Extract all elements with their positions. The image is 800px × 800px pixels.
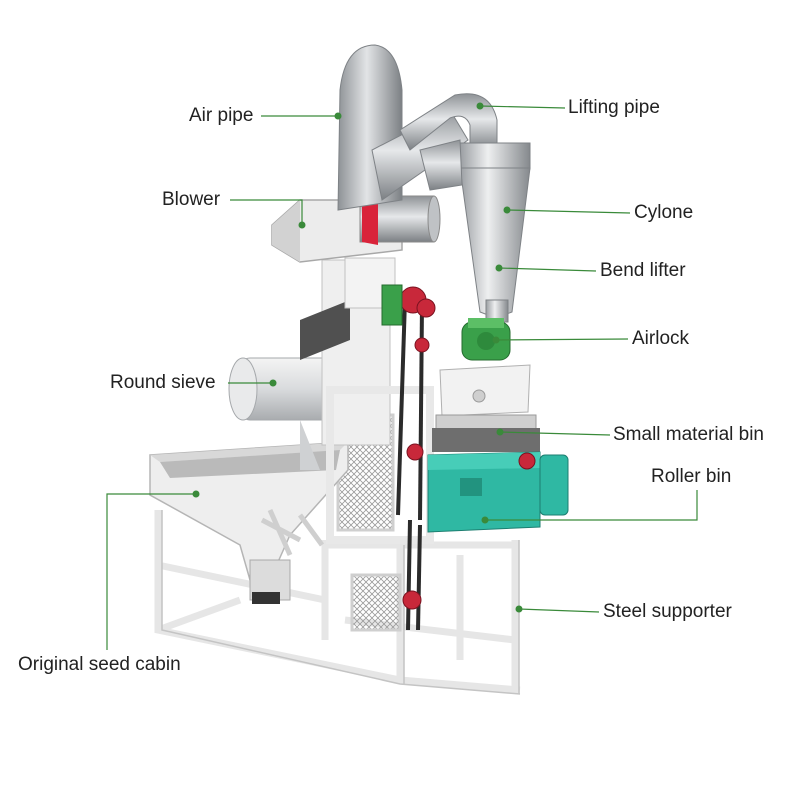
label-air-pipe: Air pipe — [189, 105, 254, 126]
pulleys — [399, 286, 436, 610]
airlock — [461, 318, 511, 361]
round-sieve — [228, 357, 341, 470]
roller-bin — [427, 451, 569, 533]
label-airlock: Airlock — [632, 328, 690, 349]
label-roller-bin: Roller bin — [651, 466, 732, 487]
seed-cabin — [149, 441, 349, 604]
lower-mesh-guard — [350, 573, 402, 632]
steel-frame-shadow — [161, 510, 521, 695]
green-motor — [381, 284, 403, 326]
label-lifting-pipe: Lifting pipe — [568, 97, 660, 118]
label-blower: Blower — [162, 189, 221, 210]
label-steel-supporter: Steel supporter — [603, 601, 732, 622]
leader-lines — [106, 105, 698, 650]
leader-dots — [192, 102, 523, 613]
label-cylone: Cylone — [634, 202, 694, 223]
blower — [271, 195, 441, 309]
label-small-material-bin: Small material bin — [613, 424, 764, 445]
label-round-sieve: Round sieve — [110, 372, 216, 393]
bend-lifter — [419, 139, 463, 191]
cyclone — [459, 142, 531, 323]
small-material-bin — [432, 364, 540, 452]
label-original-seed-cabin: Original seed cabin — [18, 654, 181, 675]
label-bend-lifter: Bend lifter — [600, 260, 686, 281]
